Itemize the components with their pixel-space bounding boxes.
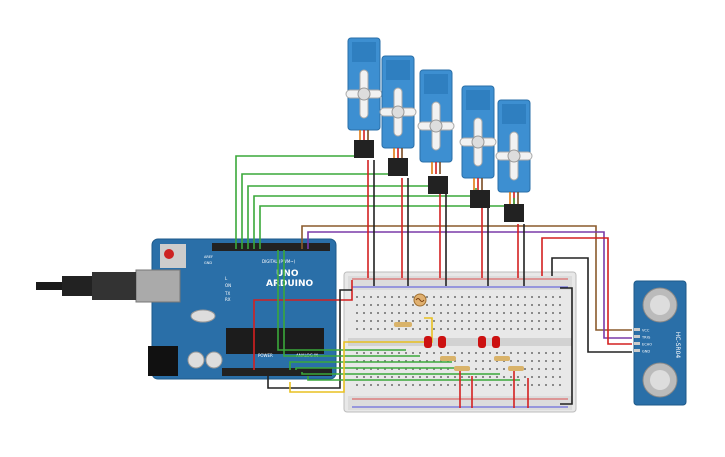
sensor-model: HC-SR04 [674,332,681,359]
servo-2[interactable] [379,55,417,160]
sensor-pins: VCC TRIG ECHO GND [634,328,652,354]
breadboard[interactable] [343,271,577,413]
wire-sensor-vcc[interactable] [541,237,632,345]
servo-power-wires [367,160,525,286]
reset-button[interactable] [164,249,174,259]
l-label: L [225,276,228,281]
arduino-brand: ARDUINO [266,279,314,289]
wire-sensor-gnd[interactable] [551,257,632,353]
wire-ldr[interactable] [289,317,433,393]
sensor-pin-label: GND [642,350,650,354]
breadboard-holes [356,296,561,386]
capacitor-2 [205,351,223,369]
wire-servo-1-signal[interactable] [235,148,363,249]
power-jack[interactable] [148,346,178,376]
servo-connectors [354,140,524,222]
arduino-model: UNO [276,269,299,279]
crystal [190,309,216,323]
wire-gnd-rail[interactable] [560,287,573,405]
tx-label: TX [224,291,230,296]
led-2[interactable] [438,336,446,348]
wire-gnd[interactable] [267,289,352,389]
leds [424,336,500,348]
digital-label: DIGITAL (PWM~) [262,259,296,264]
on-label: ON [225,283,231,288]
resistor-4[interactable] [508,366,524,371]
usb-cable[interactable] [36,269,181,303]
servo-4[interactable] [459,85,497,190]
photoresistor[interactable] [413,293,427,307]
resistor-2[interactable] [454,366,470,371]
analog-header[interactable] [222,368,332,376]
sensor-pin-label: ECHO [642,343,652,347]
resistor-ldr[interactable] [394,322,412,327]
resistors [394,322,524,371]
wire-servo-2-signal[interactable] [241,166,397,249]
aref-label: AREF [204,255,213,259]
power-label: POWER [258,353,273,358]
resistor-1[interactable] [440,356,456,361]
servo-5[interactable] [495,99,533,204]
led-ground-wires [459,370,529,408]
analog-wires [277,250,520,381]
wire-sensor-echo[interactable] [307,231,632,339]
digital-header[interactable] [212,243,330,251]
sensor-pin-label: TRIG [641,336,651,340]
servo-3[interactable] [417,69,455,174]
arduino-uno-board[interactable]: ARDUINO UNO DIGITAL (PWM~) POWER ANALOG … [148,238,337,380]
servo-group [345,37,533,204]
sensor-pin[interactable] [634,335,640,338]
sensor-pin-label: VCC [642,329,650,333]
servo-1[interactable] [345,37,383,142]
wire-servo-5-signal[interactable] [259,198,515,249]
gnd-label: GND [204,261,212,265]
led-4[interactable] [492,336,500,348]
sensor-pin[interactable] [634,349,640,352]
wire-servo-3-signal[interactable] [247,178,435,249]
led-3[interactable] [478,336,486,348]
hc-sr04-sensor[interactable]: HC-SR04 VCC TRIG ECHO GND [633,280,687,406]
rx-label: RX [225,297,231,302]
led-1[interactable] [424,336,432,348]
capacitor-1 [187,351,205,369]
sensor-pin[interactable] [634,328,640,331]
resistor-3[interactable] [494,356,510,361]
sensor-pin[interactable] [634,342,640,345]
